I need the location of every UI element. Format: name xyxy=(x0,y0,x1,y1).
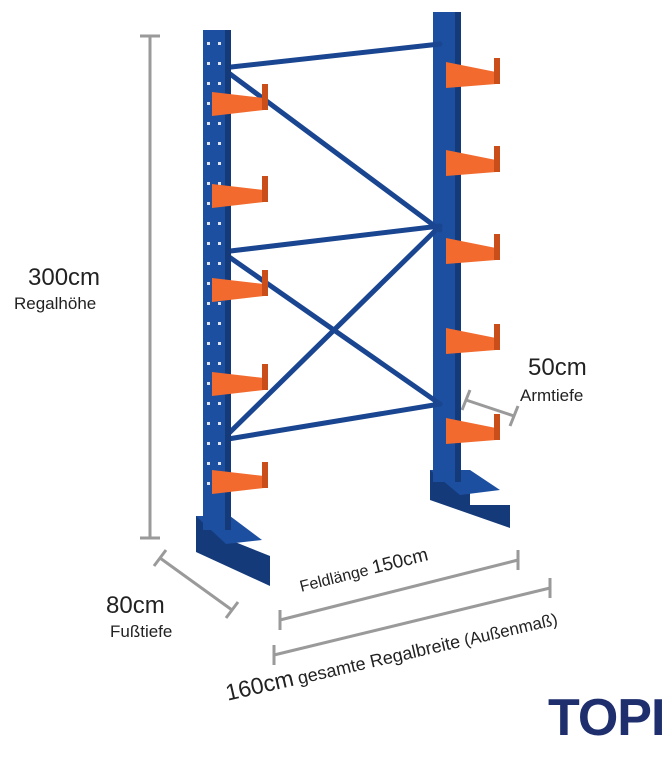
arm-depth-label: Armtiefe xyxy=(520,386,584,405)
total-width-dimension-line xyxy=(272,578,552,665)
height-value: 300cm xyxy=(28,264,101,291)
arm-depth-value: 50cm xyxy=(528,354,587,381)
cross-bracing xyxy=(219,41,443,443)
right-arms xyxy=(446,58,500,444)
foot-depth-value: 80cm xyxy=(106,592,165,619)
foot-depth-dimension-line xyxy=(152,549,240,619)
right-upright xyxy=(430,12,510,528)
brand-logo: TOPI xyxy=(548,689,663,747)
bay-length-dimension-line xyxy=(278,550,520,630)
height-dimension-line xyxy=(140,34,160,540)
foot-depth-label: Fußtiefe xyxy=(110,622,173,641)
arm-depth-dimension-line xyxy=(460,389,520,427)
left-arms xyxy=(212,84,268,494)
height-label: Regalhöhe xyxy=(14,294,97,313)
